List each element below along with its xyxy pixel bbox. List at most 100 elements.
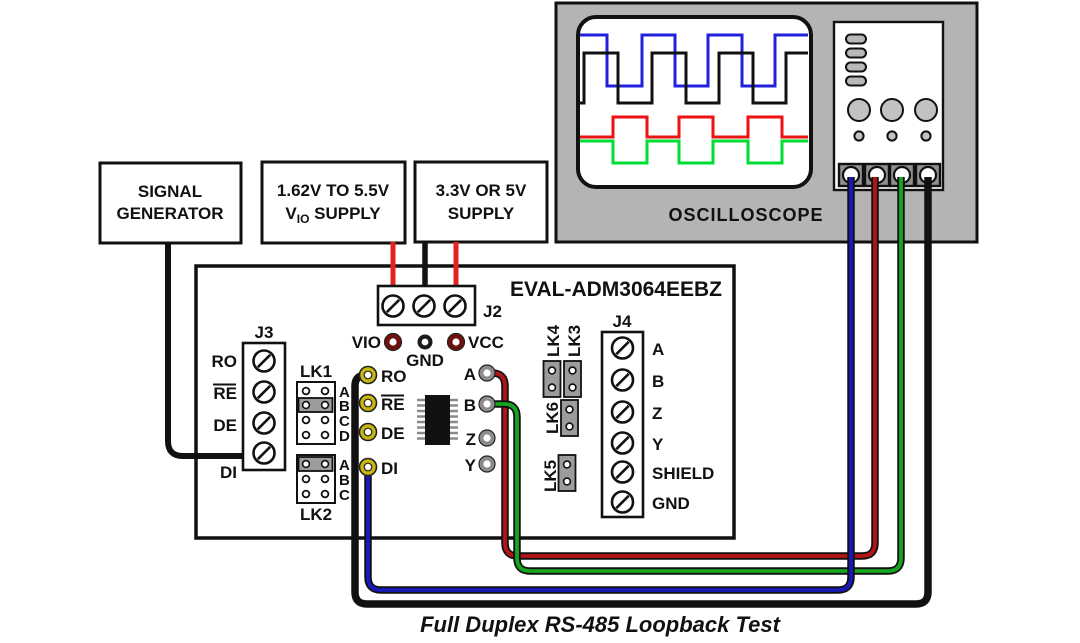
tp-de-label: DE xyxy=(381,424,405,443)
lk2-shunt-row-a xyxy=(297,456,334,472)
oscilloscope: OSCILLOSCOPE xyxy=(554,1,979,244)
gnd-testpoint xyxy=(417,334,433,350)
screw-terminal xyxy=(252,380,276,404)
scope-knob-small xyxy=(920,130,932,142)
power-testpoints: VIO VCC GND xyxy=(352,332,504,370)
signal-generator-line2: GENERATOR xyxy=(116,204,223,223)
z-testpoint xyxy=(478,429,496,447)
signal-generator-box: SIGNAL GENERATOR xyxy=(98,161,243,245)
lk6-shunt xyxy=(560,399,579,437)
lk4-shunt xyxy=(542,360,562,398)
ic-body xyxy=(425,395,450,445)
j3-pin-ro: RO xyxy=(212,352,238,371)
j3-connector: J3 RO RE DE DI xyxy=(212,323,287,482)
j4-label: J4 xyxy=(613,312,632,331)
j2-connector: J2 xyxy=(376,284,502,327)
pin-hole xyxy=(301,489,311,499)
j2-label: J2 xyxy=(483,302,502,321)
wire-di-to-scope xyxy=(366,177,853,592)
wire-b-to-scope xyxy=(487,177,903,573)
j3-pin-di: DI xyxy=(220,463,237,482)
screw-terminal xyxy=(381,294,405,318)
tp-z-label: Z xyxy=(466,430,476,449)
wire-ro-to-scope xyxy=(353,177,930,606)
di-testpoint xyxy=(358,457,378,477)
scope-trace-red xyxy=(580,115,808,139)
tp-ro-label: RO xyxy=(381,367,407,386)
lk1-row-c: C xyxy=(339,413,350,430)
vcc-testpoint xyxy=(446,332,466,352)
screw-terminal xyxy=(252,411,276,435)
j4-connector: J4 A B Z Y SHIELD GND xyxy=(600,312,714,519)
screw-terminal xyxy=(610,431,635,455)
figure-caption: Full Duplex RS-485 Loopback Test xyxy=(420,612,781,637)
pin-hole xyxy=(320,386,330,396)
lk4-label: LK4 xyxy=(544,324,563,357)
pin-hole xyxy=(320,474,330,484)
j3-label: J3 xyxy=(255,323,274,342)
screw-terminal xyxy=(252,441,276,465)
eval-board-title: EVAL-ADM3064EEBZ xyxy=(510,278,722,301)
j3-pin-re: RE xyxy=(213,384,237,403)
scope-knob-small xyxy=(853,130,865,142)
vio-testpoint xyxy=(383,332,403,352)
screw-terminal xyxy=(610,400,635,424)
vio-supply-outline xyxy=(260,160,407,245)
scope-trace-green xyxy=(580,139,808,165)
y-testpoint xyxy=(478,455,496,473)
tp-a-label: A xyxy=(464,365,476,384)
scope-knob xyxy=(847,98,871,122)
screw-terminal xyxy=(610,368,635,392)
tp-b-label: B xyxy=(464,396,476,415)
pin-hole xyxy=(301,415,311,425)
scope-trace-blue xyxy=(580,33,808,88)
gnd-label: GND xyxy=(406,351,444,370)
lk1-row-b: B xyxy=(339,398,350,415)
lk2-row-b: B xyxy=(339,472,350,489)
j4-pin-shield: SHIELD xyxy=(652,464,714,483)
pin-hole xyxy=(320,430,330,440)
lk2-label: LK2 xyxy=(300,505,332,524)
scope-button xyxy=(845,75,867,87)
signal-generator-outline xyxy=(98,161,243,245)
scope-control-panel xyxy=(832,20,945,192)
a-testpoint xyxy=(478,364,496,382)
wires xyxy=(165,177,932,608)
screw-terminal xyxy=(443,294,467,318)
j3-pin-de: DE xyxy=(213,416,237,435)
scope-knob xyxy=(880,98,904,122)
vio-supply-line1: 1.62V TO 5.5V xyxy=(277,181,390,200)
de-testpoint xyxy=(358,422,378,442)
scope-button xyxy=(845,33,867,45)
screw-terminal xyxy=(412,294,436,318)
transceiver-ic xyxy=(417,395,458,445)
oscilloscope-label: OSCILLOSCOPE xyxy=(668,205,823,225)
lk1-row-a: A xyxy=(339,384,350,401)
wire-signal-generator xyxy=(165,243,243,459)
tp-di-label: DI xyxy=(381,459,398,478)
wire-a-to-scope xyxy=(487,177,877,558)
lk3-shunt xyxy=(563,360,582,398)
j4-pin-z: Z xyxy=(652,404,662,423)
tp-y-label: Y xyxy=(465,456,477,475)
pin-hole xyxy=(301,474,311,484)
scope-knob-small xyxy=(886,130,898,142)
vio-supply-rest: SUPPLY xyxy=(309,204,381,223)
lk5-label: LK5 xyxy=(541,460,560,492)
j4-outline xyxy=(600,330,645,519)
scope-button xyxy=(845,61,867,73)
j4-pin-a: A xyxy=(652,340,664,359)
pin-hole xyxy=(320,489,330,499)
pin-hole xyxy=(301,386,311,396)
vio-supply-box: 1.62V TO 5.5V VIO SUPPLY xyxy=(260,160,407,245)
j4-pin-gnd: GND xyxy=(652,494,690,513)
j4-pin-y: Y xyxy=(652,435,664,454)
signal-testpoints: RO RE DE DI xyxy=(358,365,407,478)
j4-pin-b: B xyxy=(652,372,664,391)
vcc-label: VCC xyxy=(468,333,504,352)
vio-supply-sub: IO xyxy=(297,212,310,226)
lk3-label: LK3 xyxy=(565,325,584,357)
ro-testpoint xyxy=(358,365,378,385)
vio-supply-line2: VIO SUPPLY xyxy=(285,204,381,226)
